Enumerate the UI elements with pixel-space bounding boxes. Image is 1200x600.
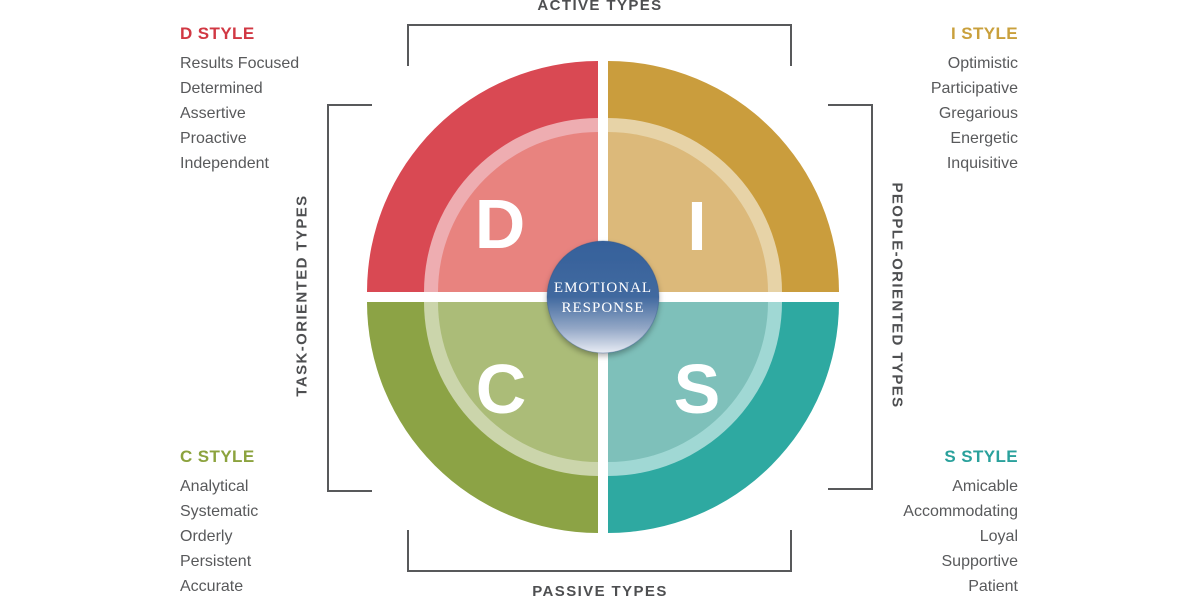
style-title-i: I STYLE	[950, 24, 1018, 43]
trait: Proactive	[180, 130, 247, 147]
axis-label-active-types: ACTIVE TYPES	[537, 0, 663, 14]
style-block-s: S STYLE Amicable Accommodating Loyal Sup…	[903, 447, 1018, 599]
trait: Optimistic	[947, 55, 1018, 72]
style-title-s: S STYLE	[944, 447, 1018, 466]
trait: Independent	[180, 155, 269, 172]
center-circle	[546, 240, 660, 354]
trait: Energetic	[950, 130, 1018, 147]
quadrant-s	[608, 302, 839, 533]
trait: Inquisitive	[946, 155, 1018, 172]
quadrant-d-inner	[438, 132, 598, 292]
style-block-i: I STYLE Optimistic Participative Gregari…	[931, 24, 1018, 176]
style-block-c: C STYLE Analytical Systematic Orderly Pe…	[180, 447, 258, 599]
trait: Results Focused	[180, 55, 300, 72]
disc-wheel: D I C S EMOTIONAL RESPONSE	[367, 61, 839, 533]
trait: Loyal	[979, 528, 1018, 545]
trait: Accommodating	[903, 503, 1018, 520]
trait: Orderly	[180, 528, 233, 545]
trait: Systematic	[180, 503, 259, 520]
style-title-d: D STYLE	[180, 24, 255, 43]
center-label-line1: EMOTIONAL	[554, 280, 652, 296]
bracket-bottom	[407, 530, 792, 572]
quadrant-i-letter: I	[687, 187, 706, 265]
trait: Amicable	[952, 478, 1018, 495]
trait: Patient	[968, 578, 1018, 595]
trait: Participative	[930, 80, 1018, 97]
trait: Determined	[180, 80, 263, 97]
trait: Gregarious	[938, 105, 1018, 122]
quadrant-c-inner	[438, 302, 598, 462]
style-block-d: D STYLE Results Focused Determined Asser…	[180, 24, 299, 176]
quadrant-i-inner	[608, 132, 768, 292]
quadrant-c-letter: C	[476, 350, 527, 428]
quadrant-i	[608, 61, 839, 292]
axis-label-passive-types: PASSIVE TYPES	[532, 583, 668, 600]
quadrant-s-inner	[608, 302, 768, 462]
quadrant-c	[367, 302, 598, 533]
quadrant-s-letter: S	[674, 350, 721, 428]
bracket-top	[407, 24, 792, 66]
bracket-left	[327, 104, 372, 492]
trait: Accurate	[180, 578, 244, 595]
bracket-right	[828, 104, 873, 490]
trait: Analytical	[180, 478, 249, 495]
trait: Persistent	[180, 553, 252, 570]
style-title-c: C STYLE	[180, 447, 255, 466]
axis-label-people-oriented-types: PEOPLE-ORIENTED TYPES	[888, 182, 906, 409]
quadrant-d-letter: D	[475, 185, 526, 263]
center-label-line2: RESPONSE	[561, 300, 644, 316]
trait: Assertive	[180, 105, 246, 122]
quadrant-d	[367, 61, 598, 292]
trait: Supportive	[941, 553, 1019, 570]
